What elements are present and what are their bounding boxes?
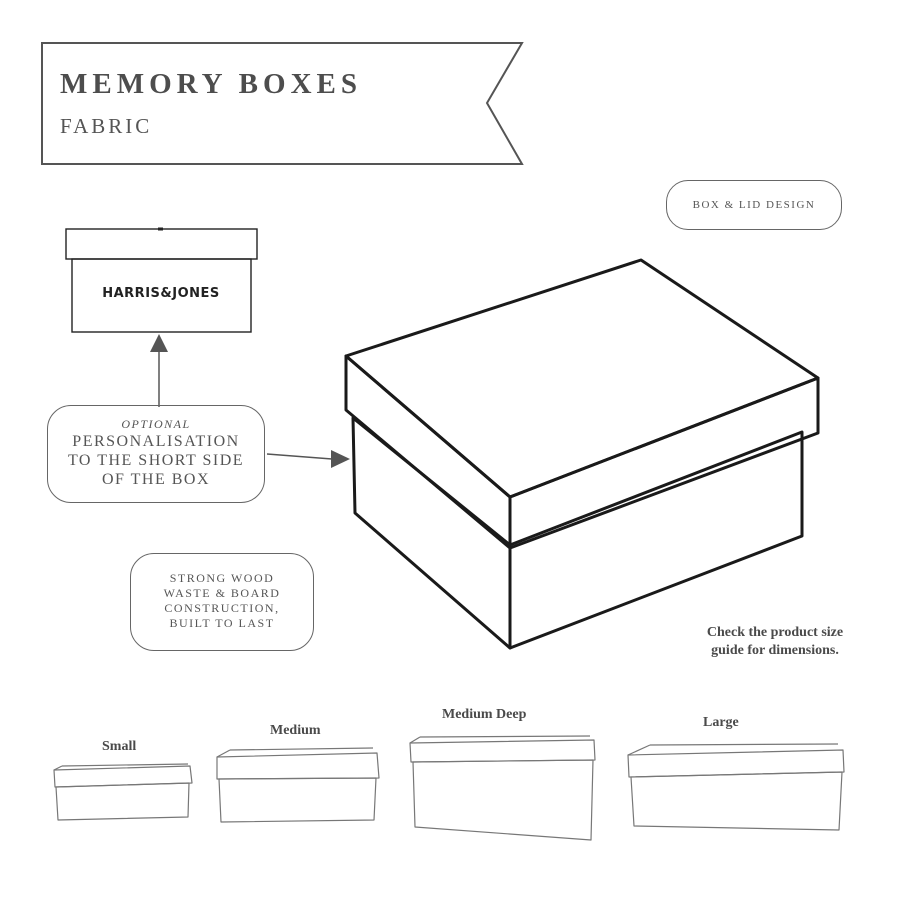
medium-box-icon bbox=[216, 747, 380, 823]
personalisation-line-3: OF THE BOX bbox=[101, 471, 211, 488]
size-label-large: Large bbox=[703, 715, 739, 730]
construction-line-1: STRONG WOOD bbox=[169, 571, 275, 585]
size-thumbnails bbox=[53, 735, 845, 841]
personalisation-line-2: TO THE SHORT SIDE bbox=[67, 452, 245, 469]
construction-callout: STRONG WOOD WASTE & BOARD CONSTRUCTION, … bbox=[130, 553, 314, 651]
optional-label: OPTIONAL bbox=[121, 417, 191, 431]
brand-label: HARRIS&JONES bbox=[102, 286, 220, 301]
main-box-illustration bbox=[344, 258, 820, 650]
arrow-up-icon bbox=[150, 334, 168, 407]
size-guide-note: Check the product size guide for dimensi… bbox=[680, 624, 870, 660]
construction-line-3: CONSTRUCTION, bbox=[164, 601, 280, 615]
arrow-right-icon bbox=[266, 450, 350, 468]
size-label-medium: Medium bbox=[270, 723, 321, 738]
size-guide-line-1: Check the product size bbox=[706, 625, 844, 640]
large-box-icon bbox=[627, 743, 845, 831]
personalisation-callout: OPTIONAL PERSONALISATION TO THE SHORT SI… bbox=[47, 405, 265, 503]
personalisation-line-1: PERSONALISATION bbox=[72, 433, 240, 450]
box-lid-design-label: BOX & LID DESIGN bbox=[666, 180, 842, 230]
small-box-icon bbox=[53, 763, 193, 821]
size-label-medium-deep: Medium Deep bbox=[442, 707, 527, 722]
size-label-small: Small bbox=[102, 739, 137, 754]
banner-ribbon bbox=[41, 42, 524, 165]
personalised-box-illustration bbox=[65, 227, 258, 333]
construction-line-4: BUILT TO LAST bbox=[169, 616, 275, 630]
size-guide-line-2: guide for dimensions. bbox=[711, 643, 839, 658]
page-title: MEMORY BOXES bbox=[60, 68, 362, 100]
construction-line-2: WASTE & BOARD bbox=[163, 586, 281, 600]
page-subtitle: FABRIC bbox=[60, 114, 153, 138]
medium-deep-box-icon bbox=[409, 735, 596, 841]
